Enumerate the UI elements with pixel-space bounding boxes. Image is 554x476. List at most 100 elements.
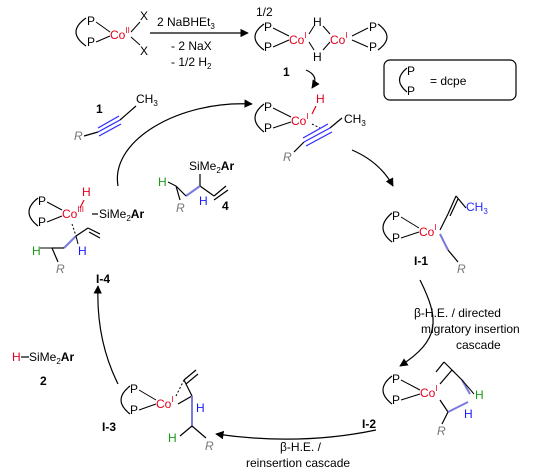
product-blue-h: H	[199, 194, 208, 208]
bond	[439, 369, 453, 385]
insertion-cascade-arrow	[399, 279, 434, 367]
cobalt-center-2: CoI	[330, 31, 348, 47]
precatalyst-complex: P P CoII X X	[75, 9, 148, 58]
cobalt-center: CoII	[110, 26, 130, 42]
phosphorus: P	[130, 403, 138, 417]
I1-label: I-1	[414, 254, 428, 268]
triple-bond	[302, 123, 329, 139]
co-h-bond	[311, 105, 317, 115]
phosphorus: P	[38, 194, 46, 208]
I2-green-h: H	[475, 388, 484, 402]
bond	[308, 25, 315, 35]
product-4: SiMe2Ar H H R 4	[158, 159, 234, 215]
cobalt-center: CoIII	[62, 205, 84, 221]
bond	[461, 379, 471, 395]
bond	[213, 189, 229, 201]
bond	[400, 216, 420, 229]
bond	[75, 235, 79, 245]
I4-label: I-4	[96, 272, 110, 286]
bond	[351, 39, 369, 48]
alkyne-label: 1	[96, 102, 103, 116]
I3-blue-h: H	[196, 401, 205, 415]
triple-bond	[97, 115, 120, 129]
intermediate-I-2: P P CoI H H R I-2	[362, 361, 484, 438]
bridging-hydride-top: H	[313, 15, 322, 29]
bond	[400, 379, 421, 391]
triple-bond	[98, 123, 122, 137]
bond	[351, 27, 369, 37]
chelate-arc	[398, 67, 408, 93]
I2-label: I-2	[362, 417, 376, 431]
chelate-arc	[254, 23, 265, 51]
product-r-group: R	[176, 201, 185, 215]
complex-methyl: CH3	[344, 112, 366, 128]
complex-r-group: R	[283, 150, 292, 164]
pi-interaction	[71, 223, 77, 237]
oxidative-addition-arrow	[93, 285, 119, 385]
step-right-line3: cascade	[456, 338, 501, 352]
intermediate-I-4: P P CoIII H SiMe2Ar H H R I-4	[28, 185, 144, 286]
cobalt-hydride-dimer: 1/2 P P CoI H H CoI P P	[254, 5, 388, 64]
chelate-arc	[377, 23, 388, 51]
bond	[272, 39, 290, 48]
bond	[447, 249, 459, 263]
intermediate-I-1: P P CoI CH3 R I-1	[382, 195, 488, 276]
alkyne-methyl: CH3	[136, 92, 158, 108]
bond	[175, 185, 187, 197]
bond	[447, 401, 469, 413]
I1-methyl: CH3	[466, 200, 488, 216]
reinsertion-cascade-arrow	[215, 429, 377, 440]
pi-interaction	[311, 123, 321, 129]
ligand-x-top: X	[140, 9, 148, 23]
cobalt-hydride-alkyne-complex: P P CoI H CH3 R	[254, 92, 366, 164]
hydrometalation-arrow	[351, 149, 394, 187]
bond	[199, 185, 215, 197]
silane-group: SiMe2Ar	[29, 350, 74, 366]
silane-2: H SiMe2Ar 2	[12, 350, 74, 388]
bond	[293, 141, 305, 153]
ligand-x-bottom: X	[140, 44, 148, 58]
phosphorus: P	[264, 20, 272, 34]
bond	[213, 185, 227, 197]
chelate-arc	[28, 197, 39, 227]
alkyne-r-group: R	[74, 129, 83, 143]
step-bottom-line1: β-H.E. /	[280, 440, 322, 454]
I2-r-group: R	[437, 424, 446, 438]
phosphorus-top: P	[87, 14, 95, 28]
chelate-arc	[254, 103, 265, 133]
I3-r-group: R	[205, 439, 214, 453]
chelate-arc	[382, 212, 393, 243]
legend-box	[383, 59, 517, 101]
bond	[183, 369, 197, 381]
co-h-bond	[79, 199, 85, 209]
bond	[130, 36, 141, 46]
chelate-arc	[75, 17, 87, 47]
bond	[449, 198, 459, 217]
alkyne-binding-arrow	[116, 99, 253, 187]
phosphorus: P	[369, 20, 377, 34]
bond	[439, 213, 449, 231]
phosphorus: P	[392, 372, 400, 386]
bond	[308, 41, 315, 51]
bond	[46, 201, 63, 211]
cobalt-center: CoI	[156, 395, 174, 411]
I4-blue-h: H	[78, 244, 87, 258]
phosphorus-bottom: P	[87, 35, 95, 49]
bond	[191, 425, 207, 439]
silane-h: H	[12, 350, 21, 364]
bond	[177, 395, 193, 405]
phosphorus: P	[264, 121, 272, 135]
bond	[63, 235, 77, 249]
bond	[443, 361, 455, 373]
bond	[87, 227, 101, 235]
product-label: 4	[222, 199, 229, 213]
bond	[179, 425, 193, 437]
phosphorus: P	[392, 209, 400, 223]
I1-r-group: R	[457, 262, 466, 276]
bond	[441, 411, 449, 425]
phosphorus: P	[38, 215, 46, 229]
chelate-arc	[120, 385, 131, 415]
phosphorus: P	[264, 100, 272, 114]
